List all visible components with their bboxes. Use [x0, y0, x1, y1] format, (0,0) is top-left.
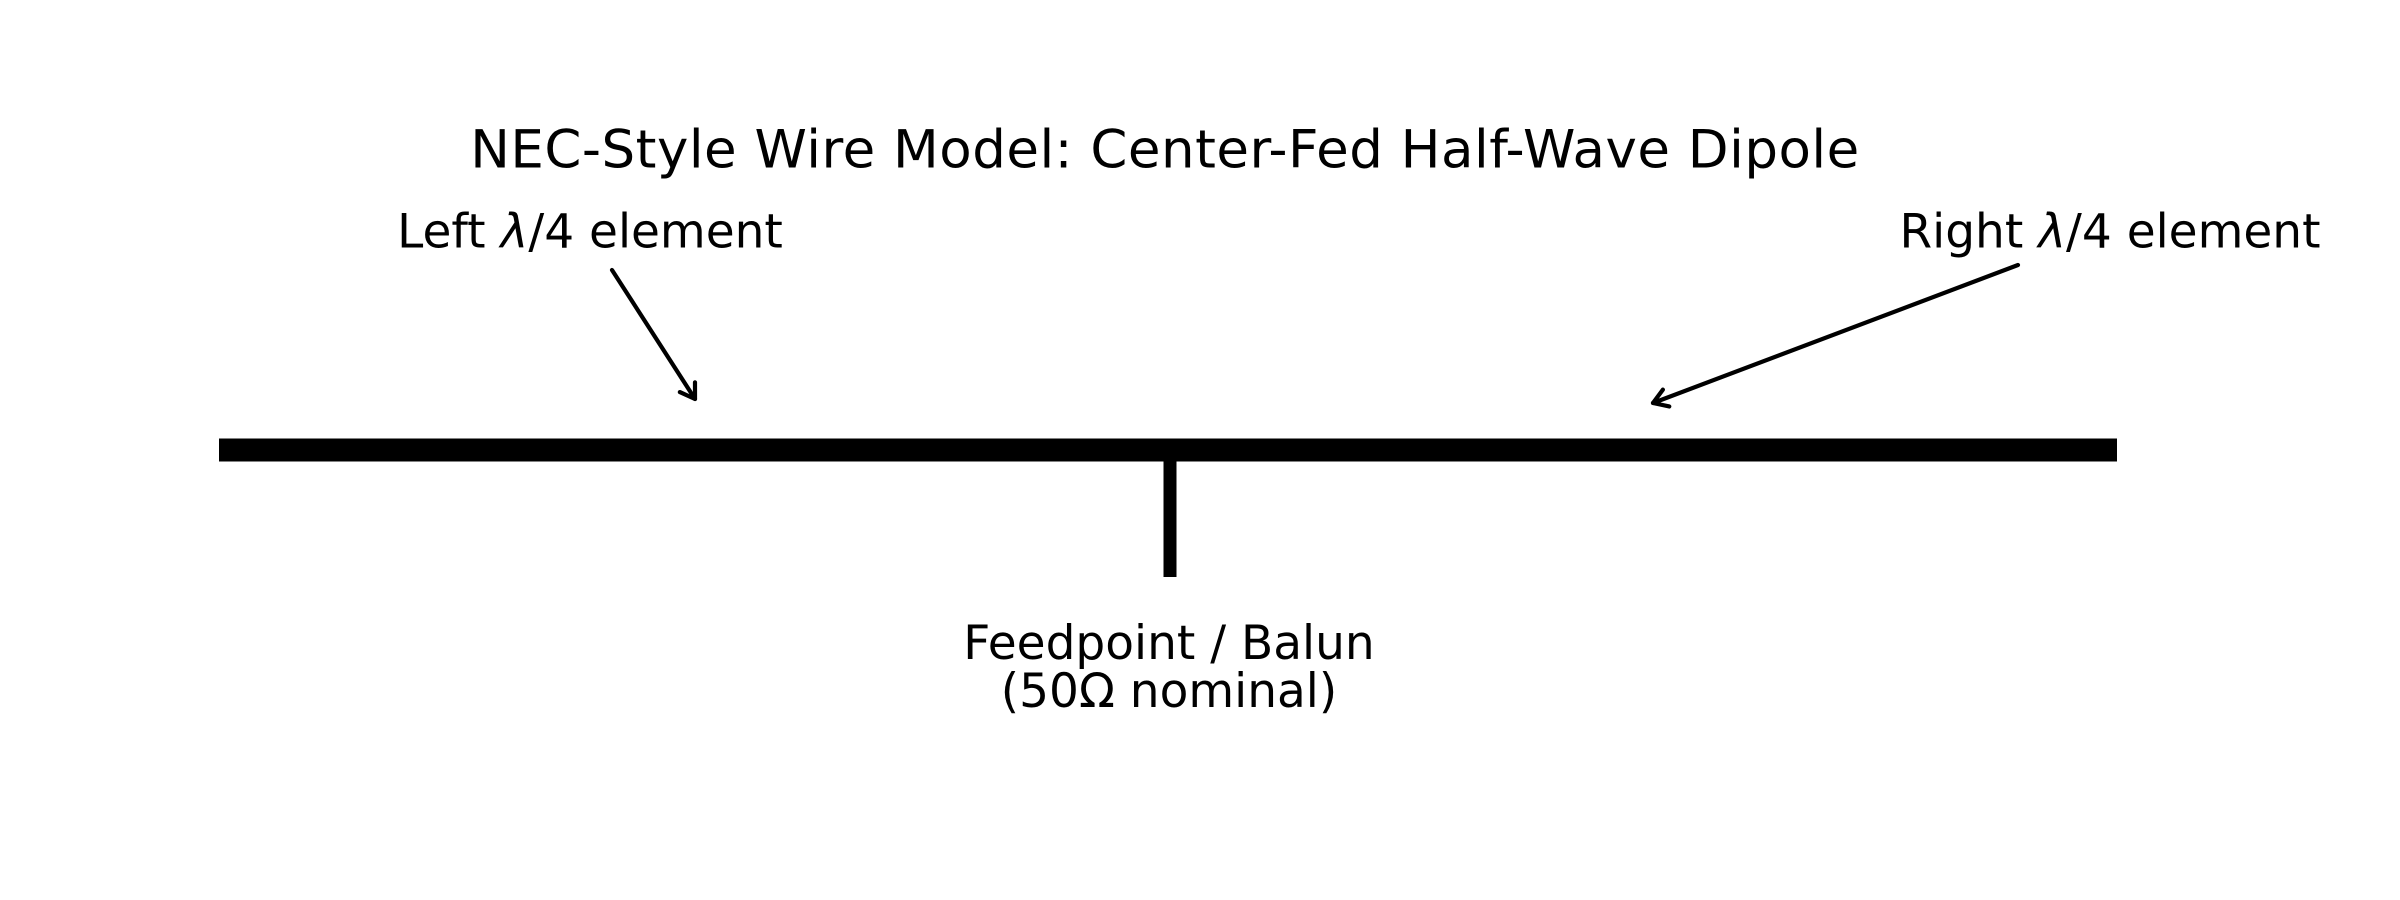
left-lambda-symbol: λ: [500, 204, 529, 260]
feedpoint-label: Feedpoint / Balun (50Ω nominal): [963, 620, 1374, 716]
right-lambda-symbol: λ: [2038, 204, 2067, 260]
feedpoint-label-line1: Feedpoint / Balun: [963, 616, 1375, 671]
left-element-label-prefix: Left: [397, 204, 501, 260]
right-element-arrow: [1650, 262, 2021, 409]
right-element-label-prefix: Right: [1899, 204, 2039, 260]
feedpoint-label-line2: (50Ω nominal): [1000, 664, 1338, 719]
left-element-arrow: [609, 267, 698, 402]
figure-title: NEC-Style Wire Model: Center-Fed Half-Wa…: [470, 119, 1860, 181]
left-element-label: Left λ/4 element: [397, 205, 783, 260]
right-element-label-suffix: /4 element: [2066, 204, 2321, 260]
right-element-label: Right λ/4 element: [1899, 205, 2320, 260]
left-element-label-suffix: /4 element: [528, 204, 783, 260]
